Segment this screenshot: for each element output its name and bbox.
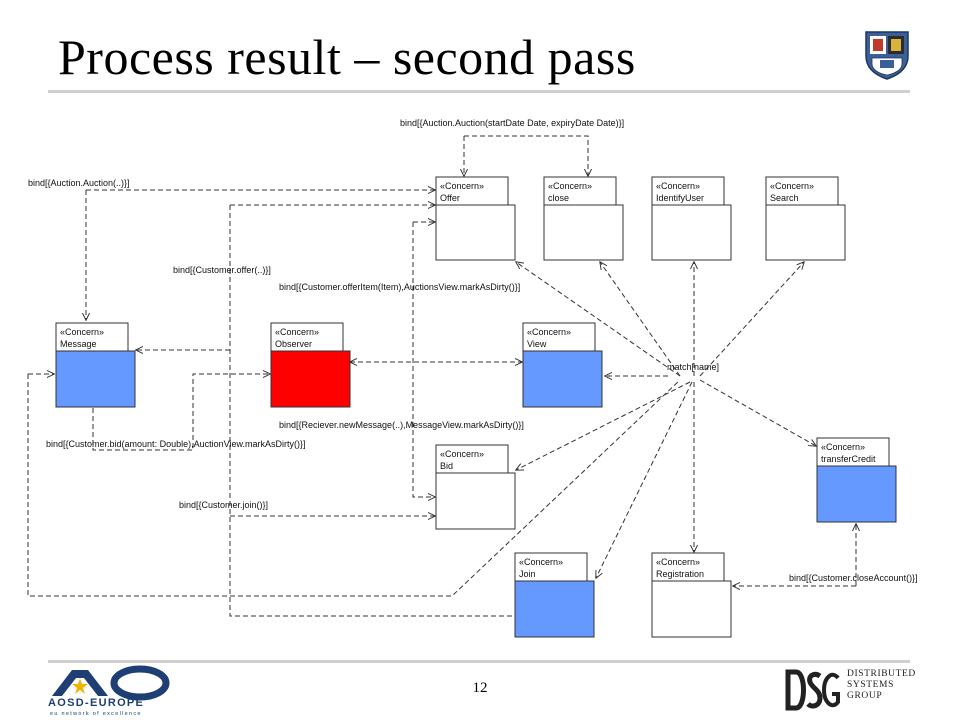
concern-name: Observer (275, 339, 312, 349)
aosd-europe-logo (52, 665, 170, 701)
concern-name: View (527, 339, 547, 349)
label-bind-auction-dates: bind[{Auction.Auction(startDate Date, ex… (400, 118, 624, 128)
dsg-logo (785, 669, 840, 711)
concern-stereotype: «Concern» (656, 557, 700, 567)
edge-left-vertical (229, 205, 515, 617)
title-underline (48, 90, 910, 93)
concern-body (651, 580, 732, 638)
footer-rule (48, 660, 910, 663)
concern-tab (522, 322, 596, 352)
concern-body (765, 204, 846, 261)
concern-stereotype: «Concern» (821, 442, 865, 452)
concern-tab (435, 444, 509, 474)
concern-stereotype: «Concern» (60, 327, 104, 337)
label-match-name: match[name] (667, 362, 719, 372)
edge-join-message-route (27, 374, 681, 597)
concern-body (55, 350, 136, 408)
dsg-line-3: GROUP (847, 691, 883, 701)
label-bind-customer-offer: bind[{Customer.offer(..)}] (173, 265, 271, 275)
concern-stereotype: «Concern» (440, 449, 484, 459)
dsg-line-2: SYSTEMS (847, 680, 894, 690)
concern-stereotype: «Concern» (275, 327, 319, 337)
edge-match-close (600, 262, 681, 377)
concern-tab (651, 552, 725, 582)
concern-name: Search (770, 193, 799, 203)
concern-identify: «Concern» IdentifyUser (651, 176, 732, 261)
concern-name: Offer (440, 193, 460, 203)
label-bind-offer-item: bind[{Customer.offerItem(Item),AuctionsV… (279, 282, 520, 292)
concern-tab (514, 552, 588, 582)
connector-lines (27, 135, 856, 617)
dsg-line-1: DISTRIBUTED (847, 669, 916, 679)
label-bind-close-account: bind[{Customer.closeAccount()}] (789, 573, 918, 583)
concern-name: Message (60, 339, 97, 349)
concern-body (816, 465, 897, 523)
concern-name: Join (519, 569, 536, 579)
concern-name: Bid (440, 461, 453, 471)
dsg-logo-text: DISTRIBUTED SYSTEMS GROUP (847, 669, 927, 702)
concern-join: «Concern» Join (514, 552, 595, 638)
page-number: 12 (472, 680, 488, 696)
label-bind-customer-bid: bind[{Customer.bid(amount: Double),Aucti… (46, 439, 305, 449)
concern-close: «Concern» close (543, 176, 624, 261)
concern-bid: «Concern» Bid (435, 444, 516, 530)
edge-match-bid (516, 381, 691, 470)
edge-labels: bind[{Auction.Auction(startDate Date, ex… (28, 118, 918, 583)
concern-tab (651, 176, 725, 206)
concern-body (522, 350, 603, 408)
concern-view: «Concern» View (522, 322, 603, 408)
edge-match-transfer (699, 379, 816, 446)
edge-auction-dates-close (464, 135, 588, 176)
concern-tab (816, 437, 890, 467)
edge-offer-item-vertical (412, 222, 435, 497)
concern-stereotype: «Concern» (770, 181, 814, 191)
edge-customer-bid (92, 374, 270, 451)
slide-title: Process result – second pass (58, 29, 636, 85)
concern-stereotype: «Concern» (548, 181, 592, 191)
concern-body (651, 204, 732, 261)
concern-offer: «Concern» Offer (435, 176, 516, 261)
aosd-logo-name: AOSD-EUROPE (48, 697, 145, 709)
concern-stereotype: «Concern» (656, 181, 700, 191)
edge-match-search (699, 262, 804, 377)
label-bind-receiver: bind[{Reciever.newMessage(..),MessageVie… (279, 420, 524, 430)
concern-body (435, 204, 516, 261)
concern-name: transferCredit (821, 454, 876, 464)
concern-body (514, 580, 595, 638)
concern-stereotype: «Concern» (527, 327, 571, 337)
concern-observer: «Concern» Observer (270, 322, 351, 408)
concern-stereotype: «Concern» (440, 181, 484, 191)
concern-tab (435, 176, 509, 206)
concern-tab (55, 322, 129, 352)
concern-body (543, 204, 624, 261)
concern-message: «Concern» Message (55, 322, 136, 408)
edge-match-join (596, 381, 693, 578)
aosd-logo-tagline: eu network of excellence (50, 711, 142, 717)
edge-match-offer (516, 262, 681, 377)
concern-name: IdentifyUser (656, 193, 704, 203)
concern-body (435, 472, 516, 530)
concern-name: Registration (656, 569, 704, 579)
concern-boxes: «Concern» Offer «Concern» close «Concern» Ide… (55, 176, 897, 638)
concern-search: «Concern» Search (765, 176, 846, 261)
concern-transfer: «Concern» transferCredit (816, 437, 897, 523)
label-bind-auction: bind[{Auction.Auction(..)}] (28, 178, 130, 188)
concern-stereotype: «Concern» (519, 557, 563, 567)
concern-tab (543, 176, 617, 206)
concern-body (270, 350, 351, 408)
concern-name: close (548, 193, 569, 203)
label-bind-customer-join: bind[{Customer.join()}] (179, 500, 268, 510)
concern-tab (270, 322, 344, 352)
concern-registration: «Concern» Registration (651, 552, 732, 638)
university-crest-icon (865, 31, 909, 80)
